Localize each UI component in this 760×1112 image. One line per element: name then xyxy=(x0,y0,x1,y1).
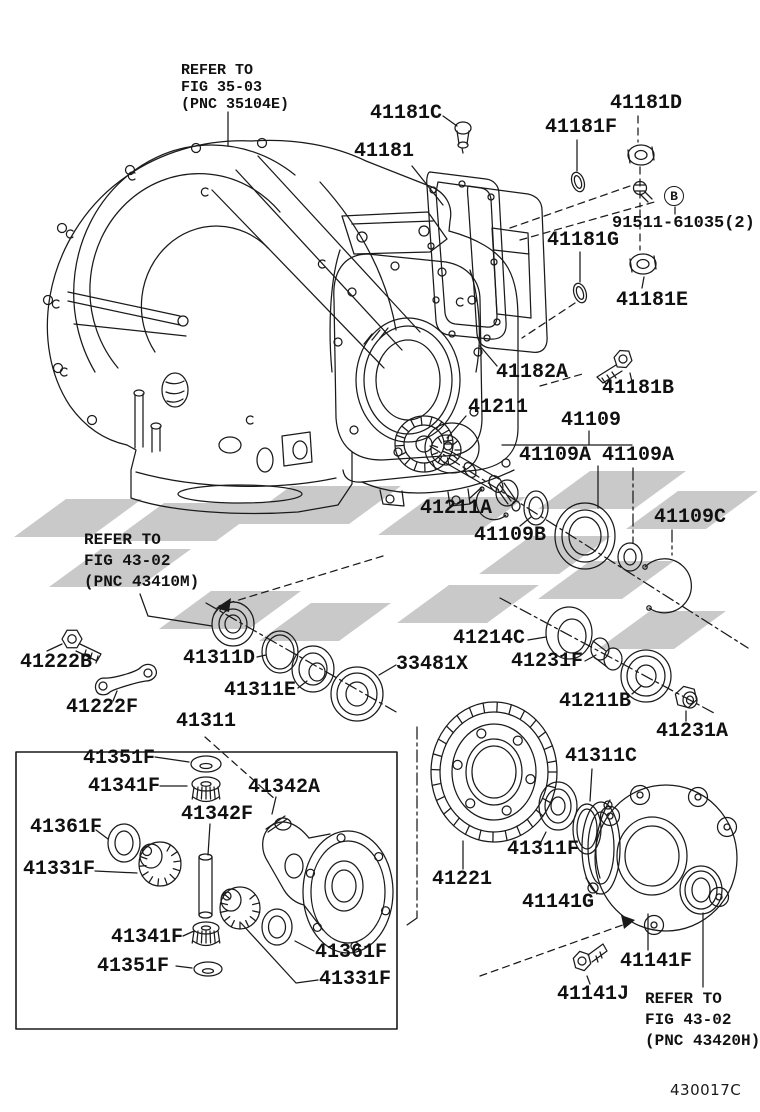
part-label-41214C: 41214C xyxy=(453,627,526,650)
part-label-41341F: 41341F xyxy=(111,926,184,949)
roller-41231F xyxy=(590,637,623,671)
watermark-logo xyxy=(14,471,758,649)
leader-lines xyxy=(46,111,704,988)
part-label-41181F: 41181F xyxy=(545,116,618,139)
bolt-91511 xyxy=(632,180,653,203)
part-label-41342A: 41342A xyxy=(248,776,321,799)
oring-41181F xyxy=(570,171,586,193)
part-label-41141G: 41141G xyxy=(522,891,595,914)
part-label-41351F: 41351F xyxy=(97,955,170,978)
transaxle-case-drawing xyxy=(46,139,519,515)
arrowhead-cover xyxy=(621,915,635,929)
part-label-41211: 41211 xyxy=(468,396,529,419)
bolt-code-badge-letter: B xyxy=(670,188,678,204)
snap-ring-41109C xyxy=(642,558,692,614)
part-label-41311C: 41311C xyxy=(565,745,638,768)
part-label-91511-61035(2): 91511-61035(2) xyxy=(612,214,755,233)
lever-41222F xyxy=(94,663,158,696)
part-label-41221: 41221 xyxy=(432,868,493,891)
refer-to-note-line: (PNC 43410M) xyxy=(84,573,200,591)
refer-to-note-line: FIG 35-03 xyxy=(181,79,263,96)
part-label-41181G: 41181G xyxy=(547,229,620,252)
seal-41109B xyxy=(523,490,549,526)
shim-41214C xyxy=(545,606,593,660)
part-label-41331F: 41331F xyxy=(23,858,96,881)
race-41109A xyxy=(617,542,643,572)
refer-to-note-2: REFER TO FIG 43-02 (PNC 43410M) xyxy=(84,530,199,593)
ring-gear-41221 xyxy=(430,701,558,843)
part-label-41342F: 41342F xyxy=(181,803,254,826)
refer-to-note-line: FIG 43-02 xyxy=(645,1011,732,1029)
part-label-41331F: 41331F xyxy=(319,968,392,991)
figure-code: 430017C xyxy=(670,1081,742,1099)
part-label-41109: 41109 xyxy=(561,409,622,432)
refer-to-note-line: (PNC 35104E) xyxy=(181,96,290,113)
dashed-leaders xyxy=(204,115,659,977)
part-label-41109C: 41109C xyxy=(654,506,727,529)
part-label-41141F: 41141F xyxy=(620,950,693,973)
refer-to-note-line: REFER TO xyxy=(645,990,722,1008)
thrust-washer-41361F-right xyxy=(261,908,293,946)
side-cover-41141F xyxy=(594,784,738,932)
part-label-41222F: 41222F xyxy=(66,696,139,719)
part-label-41311E: 41311E xyxy=(224,679,297,702)
part-label-41231F: 41231F xyxy=(511,650,584,673)
part-label-41351F: 41351F xyxy=(83,747,156,770)
bolt-41181B xyxy=(596,349,633,385)
arrowhead-seal xyxy=(216,598,231,612)
oring-41181G xyxy=(572,282,588,304)
part-label-41181B: 41181B xyxy=(602,377,675,400)
part-label-41211A: 41211A xyxy=(420,497,493,520)
part-label-41361F: 41361F xyxy=(30,816,103,839)
refer-to-note-line: FIG 43-02 xyxy=(84,552,171,570)
refer-to-note-line: REFER TO xyxy=(84,531,161,549)
bearing-33481X xyxy=(330,666,384,722)
union-41181D xyxy=(627,144,655,166)
differential-parts-box xyxy=(15,751,398,1030)
refer-to-note-line: (PNC 43420H) xyxy=(645,1032,760,1050)
bearing-41311F xyxy=(538,781,578,831)
ring-41311E xyxy=(291,645,335,693)
breather-plug-41181C xyxy=(454,121,472,154)
bolt-41222B xyxy=(61,629,102,664)
part-label-41181E: 41181E xyxy=(616,289,689,312)
part-label-33481X: 33481X xyxy=(396,653,469,676)
refer-to-note-line: REFER TO xyxy=(181,62,254,79)
assembly-axes xyxy=(205,445,749,926)
part-label-41109A: 41109A xyxy=(519,444,592,467)
part-label-41311: 41311 xyxy=(176,710,237,733)
bolt-code-badge: B xyxy=(664,186,684,206)
diff-case-drawing xyxy=(262,817,394,954)
bolt-41141J xyxy=(572,943,608,972)
part-label-41141J: 41141J xyxy=(557,983,630,1006)
part-label-41181: 41181 xyxy=(354,140,415,163)
part-label-41211B: 41211B xyxy=(559,690,632,713)
part-label-41222B: 41222B xyxy=(20,651,93,674)
part-label-41341F: 41341F xyxy=(88,775,161,798)
thrust-washer-41351F-bottom xyxy=(193,961,223,977)
pin-41342A xyxy=(265,815,288,833)
part-label-41311D: 41311D xyxy=(183,647,256,670)
part-label-41181C: 41181C xyxy=(370,102,443,125)
part-label-41311F: 41311F xyxy=(507,838,580,861)
part-label-41109B: 41109B xyxy=(474,524,547,547)
generated-detail xyxy=(42,137,738,951)
part-label-41361F: 41361F xyxy=(315,941,388,964)
part-label-41109A: 41109A xyxy=(602,444,675,467)
part-label-41231A: 41231A xyxy=(656,720,729,743)
pinion-shaft-41342F xyxy=(198,853,213,919)
part-label-41182A: 41182A xyxy=(496,361,569,384)
bearing-41109 xyxy=(554,502,616,570)
bearing-41211B xyxy=(620,649,672,703)
refer-to-note-3: REFER TO FIG 43-02 (PNC 43420H) xyxy=(645,989,760,1052)
thrust-washer-41351F-top xyxy=(190,755,222,773)
thrust-washer-41361F-left xyxy=(107,823,141,863)
plug-41231A xyxy=(674,685,698,709)
union-41181E xyxy=(629,253,657,275)
part-label-41181D: 41181D xyxy=(610,92,683,115)
